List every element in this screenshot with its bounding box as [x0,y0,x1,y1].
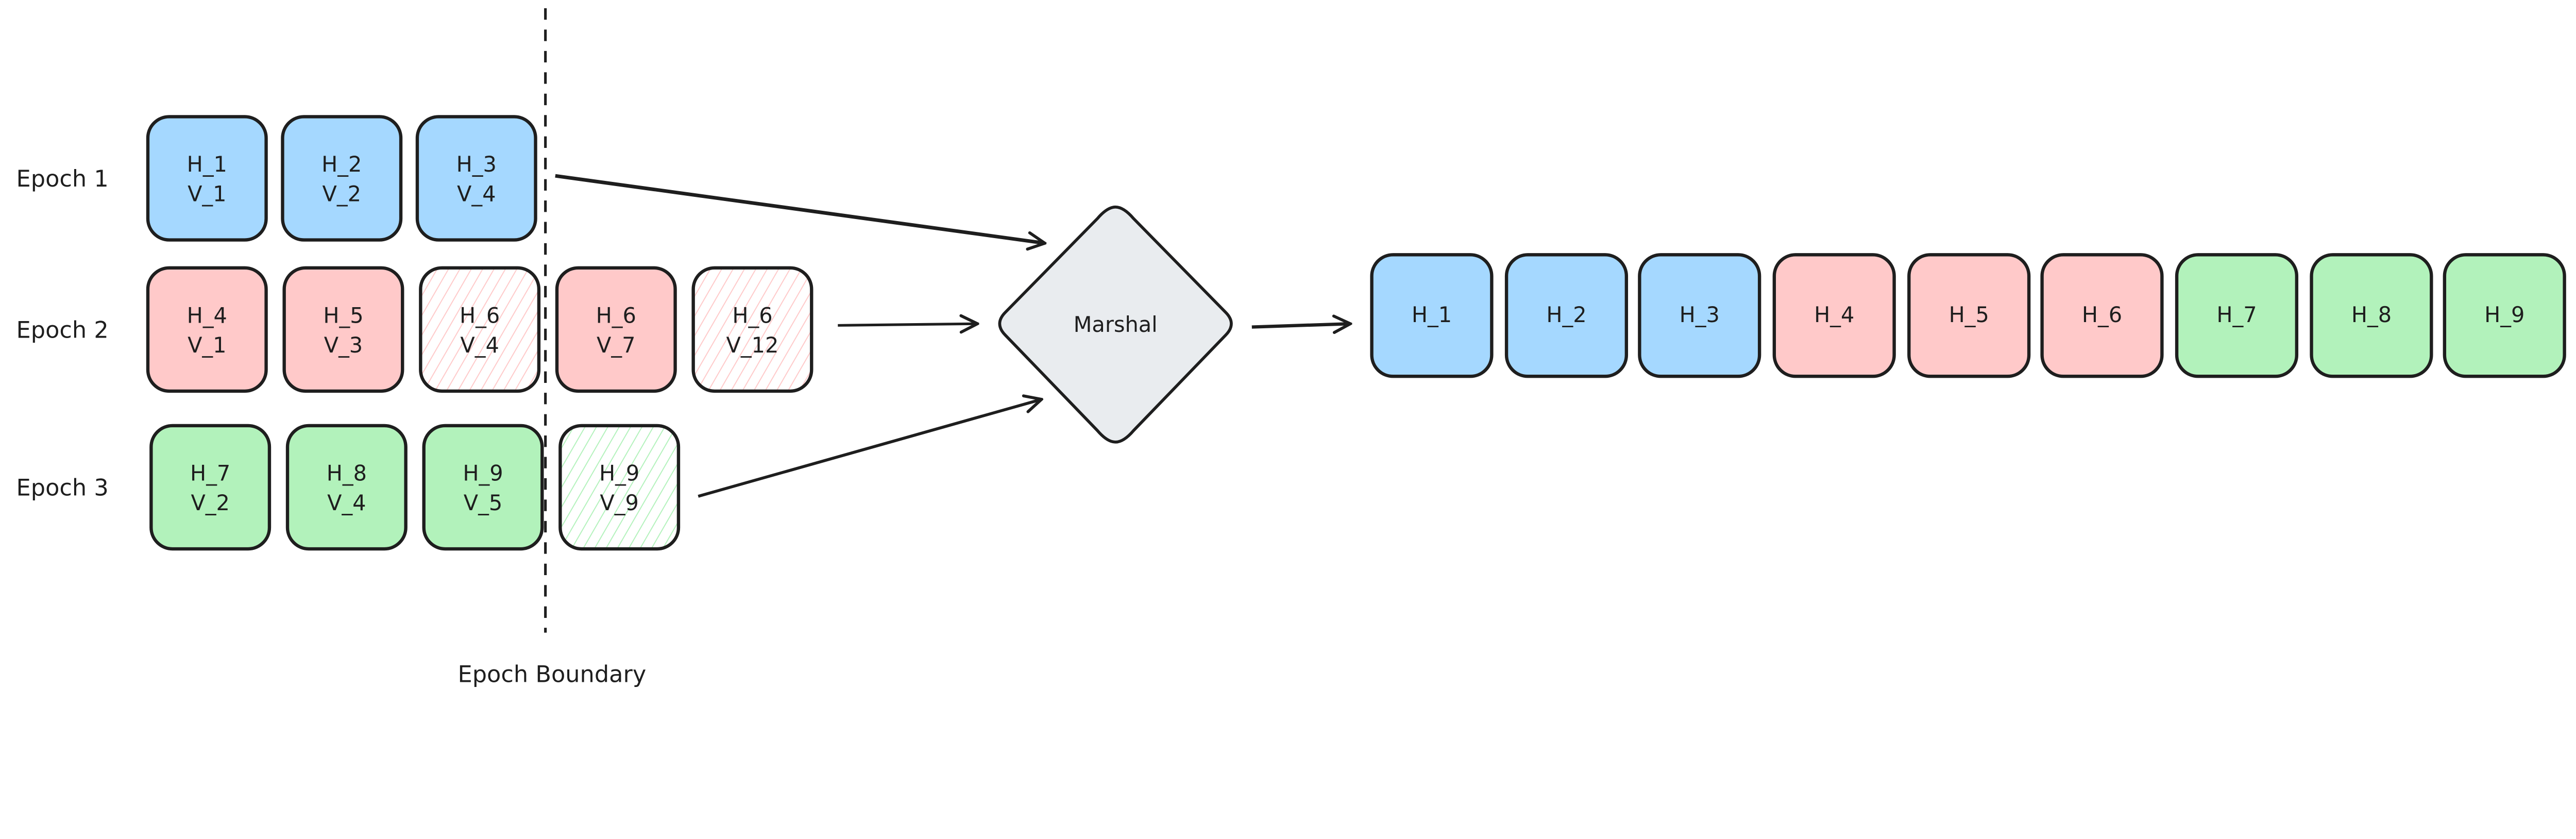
epoch-row: Epoch 3H_7V_2H_8V_4H_9V_5H_9V_9 [16,424,681,551]
output-block-label: H_5 [1949,303,1989,327]
output-block: H_3 [1638,253,1761,378]
marshal-diamond [998,205,1233,444]
output-block: H_5 [1907,253,2031,378]
block-shape [281,115,403,242]
output-block-label: H_9 [2484,303,2524,327]
output-block-label: H_2 [1546,303,1586,327]
block-shape [146,266,268,393]
block-v-label: V_9 [600,491,638,515]
version-block: H_4V_1 [146,266,268,393]
block-v-label: V_5 [464,491,502,515]
block-h-label: H_9 [599,461,639,486]
block-h-label: H_4 [187,304,227,328]
output-block-label: H_4 [1814,303,1854,327]
block-v-label: V_3 [324,333,363,358]
block-shape [555,266,677,393]
block-shape [2040,253,2164,378]
epoch-boundary-label: Epoch Boundary [458,661,647,687]
block-shape [1504,253,1629,378]
block-shape [285,424,408,551]
block-v-label: V_1 [188,333,226,358]
block-v-label: V_2 [323,182,361,207]
block-v-label: V_4 [457,182,496,207]
version-block-hatched: H_6V_4 [419,266,541,393]
output-block: H_4 [1772,253,1896,378]
block-shape [149,424,272,551]
output-block: H_2 [1504,253,1629,378]
output-block: H_9 [2443,253,2566,378]
epoch-row: Epoch 1H_1V_1H_2V_2H_3V_4 [16,115,537,242]
block-shape [1638,253,1761,378]
block-v-label: V_4 [327,491,366,515]
block-shape [422,424,544,551]
block-h-label: H_9 [463,461,503,486]
version-block-hatched: H_9V_9 [558,424,681,551]
block-shape [419,266,541,393]
epoch-row: Epoch 2H_4V_1H_5V_3H_6V_4H_6V_7H_6V_12 [16,266,814,393]
version-block: H_6V_7 [555,266,677,393]
arrow-epoch1-to-marshal [555,174,1045,243]
block-shape [2310,253,2433,378]
block-shape [282,266,404,393]
marshal-label: Marshal [1074,312,1158,337]
output-block: H_6 [2040,253,2164,378]
block-h-label: H_8 [327,461,367,486]
output-block-label: H_6 [2082,303,2122,327]
version-block: H_1V_1 [146,115,268,242]
block-shape [146,115,268,242]
block-v-label: V_7 [597,333,635,358]
output-block: H_8 [2310,253,2433,378]
block-shape [1772,253,1896,378]
block-shape [2175,253,2299,378]
block-h-label: H_1 [187,152,227,177]
output-block-label: H_1 [1412,303,1452,327]
version-block-hatched: H_6V_12 [691,266,814,393]
epoch-label: Epoch 3 [16,474,109,501]
block-h-label: H_6 [732,304,772,328]
block-shape [558,424,681,551]
block-v-label: V_2 [191,491,229,515]
block-h-label: H_6 [460,304,500,328]
version-block: H_5V_3 [282,266,404,393]
arrow-epoch2-to-marshal [838,324,977,325]
arrow-epoch3-to-marshal [698,399,1041,498]
epoch-label: Epoch 1 [16,165,109,192]
block-shape [415,115,537,242]
output-block-label: H_7 [2216,303,2257,327]
version-block: H_3V_4 [415,115,537,242]
version-block: H_2V_2 [281,115,403,242]
block-h-label: H_7 [190,461,230,486]
block-shape [1370,253,1494,378]
block-shape [2443,253,2566,378]
block-v-label: V_12 [726,333,779,358]
epoch-label: Epoch 2 [16,316,109,343]
version-block: H_7V_2 [149,424,272,551]
output-block-label: H_8 [2351,303,2392,327]
output-block: H_1 [1370,253,1494,378]
block-v-label: V_1 [188,182,226,207]
version-block: H_9V_5 [422,424,544,551]
block-h-label: H_2 [321,152,362,177]
output-row: H_1 H_2 H_3 H_4 H_5 H_6 H_7 H_8 H_9 [1370,253,2566,378]
marshal-node: Marshal [998,205,1233,444]
output-block: H_7 [2175,253,2299,378]
block-v-label: V_4 [460,333,499,358]
block-h-label: H_3 [456,152,497,177]
version-block: H_8V_4 [285,424,408,551]
block-shape [1907,253,2031,378]
block-h-label: H_6 [596,304,636,328]
output-block-label: H_3 [1680,303,1720,327]
arrow-marshal-to-output [1251,324,1350,327]
block-shape [691,266,814,393]
block-h-label: H_5 [323,304,363,328]
